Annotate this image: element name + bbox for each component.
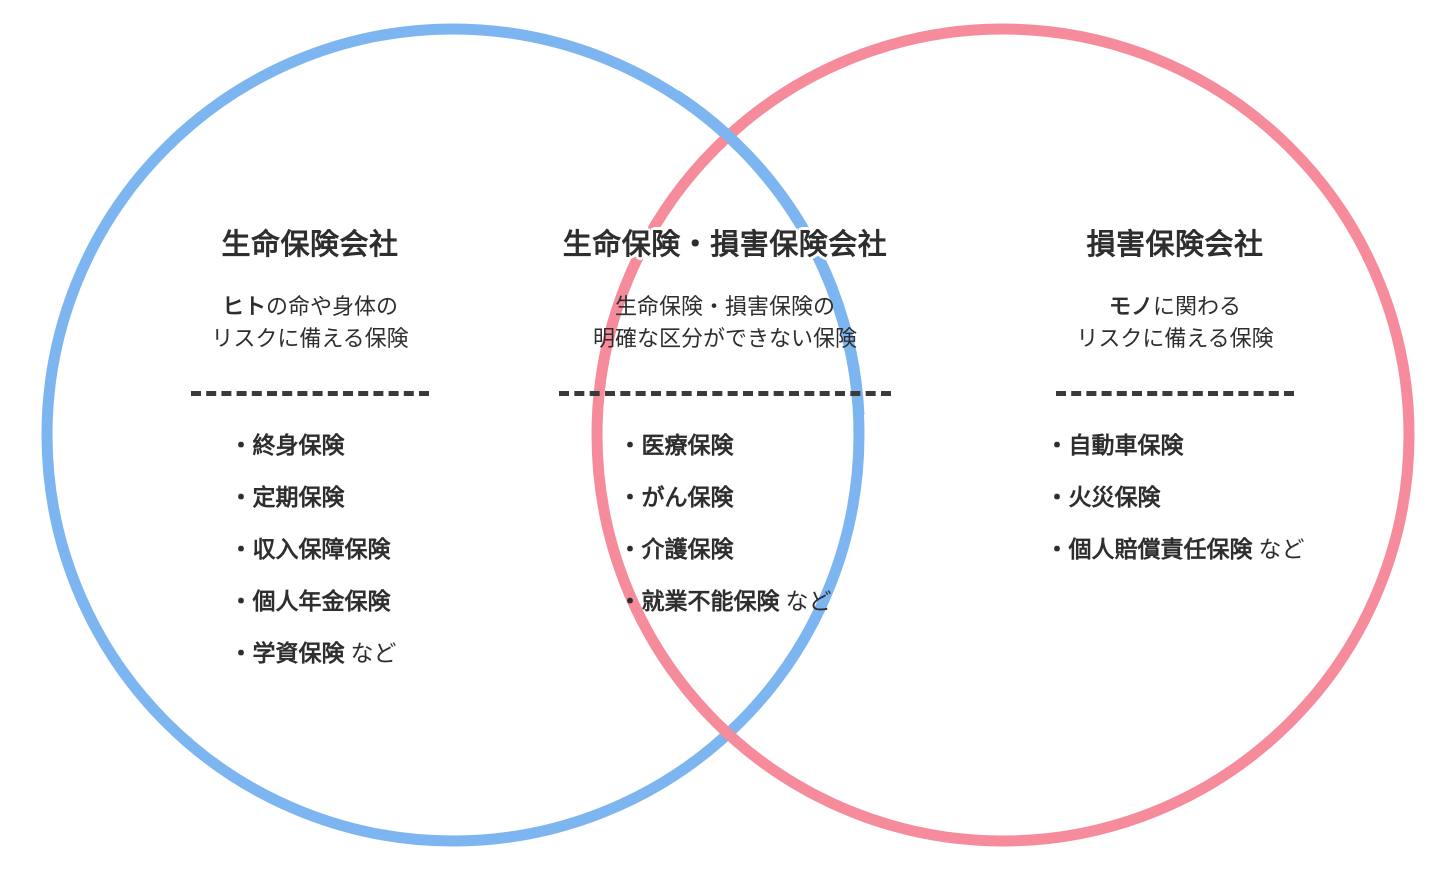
left-insurance-list: ・終身保険 ・定期保険 ・収入保障保険 ・個人年金保険 ・学資保険など bbox=[229, 431, 397, 666]
list-suffix: など bbox=[1258, 535, 1305, 562]
list-label: 自動車保険 bbox=[1068, 431, 1184, 458]
list-label: 収入保障保険 bbox=[252, 535, 391, 562]
list-label: 個人賠償責任保険 bbox=[1068, 535, 1253, 562]
list-item: ・医療保険 bbox=[618, 431, 832, 458]
right-description-line-2: リスクに備える保険 bbox=[1076, 325, 1274, 351]
list-label: 定期保険 bbox=[252, 483, 345, 510]
list-bullet: ・ bbox=[618, 431, 642, 458]
list-suffix: など bbox=[785, 587, 832, 614]
list-label: 介護保険 bbox=[641, 535, 734, 562]
list-item: ・介護保険 bbox=[618, 535, 832, 562]
list-item: ・収入保障保険 bbox=[229, 535, 397, 562]
right-description-line-1: モノに関わる bbox=[1000, 291, 1350, 323]
list-suffix: など bbox=[350, 639, 397, 666]
list-label: がん保険 bbox=[641, 483, 734, 510]
venn-circle-right-nonlife-insurance bbox=[591, 23, 1415, 847]
list-bullet: ・ bbox=[618, 535, 642, 562]
list-item: ・火災保険 bbox=[1045, 483, 1305, 510]
venn-circle-left-life-insurance bbox=[41, 23, 865, 847]
list-label: 個人年金保険 bbox=[252, 587, 391, 614]
list-label: 医療保険 bbox=[641, 431, 734, 458]
list-bullet: ・ bbox=[618, 483, 642, 510]
venn-circle-left-top-overlay bbox=[672, 90, 865, 416]
list-item: ・就業不能保険など bbox=[618, 587, 832, 614]
left-section-description: ヒトの命や身体の リスクに備える保険 bbox=[130, 291, 490, 355]
left-divider bbox=[191, 390, 429, 396]
center-insurance-list: ・医療保険 ・がん保険 ・介護保険 ・就業不能保険など bbox=[618, 431, 832, 614]
list-item: ・がん保険 bbox=[618, 483, 832, 510]
left-description-rest: の命や身体の bbox=[266, 293, 399, 319]
venn-section-right: 損害保険会社 モノに関わる リスクに備える保険 ・自動車保険 ・火災保険 ・個人… bbox=[1000, 228, 1350, 562]
list-item: ・個人年金保険 bbox=[229, 587, 397, 614]
venn-section-left: 生命保険会社 ヒトの命や身体の リスクに備える保険 ・終身保険 ・定期保険 ・収… bbox=[130, 228, 490, 666]
list-bullet: ・ bbox=[229, 587, 253, 614]
list-item: ・終身保険 bbox=[229, 431, 397, 458]
list-bullet: ・ bbox=[1045, 431, 1069, 458]
venn-section-center: 生命保険・損害保険会社 生命保険・損害保険の 明確な区分ができない保険 ・医療保… bbox=[525, 228, 925, 614]
right-description-keyword: モノ bbox=[1108, 293, 1153, 319]
center-list-wrapper: ・医療保険 ・がん保険 ・介護保険 ・就業不能保険など bbox=[525, 431, 925, 614]
list-bullet: ・ bbox=[229, 483, 253, 510]
left-list-wrapper: ・終身保険 ・定期保険 ・収入保障保険 ・個人年金保険 ・学資保険など bbox=[130, 431, 490, 666]
list-item: ・学資保険など bbox=[229, 639, 397, 666]
center-description-line-2: 明確な区分ができない保険 bbox=[592, 325, 857, 351]
list-label: 火災保険 bbox=[1068, 483, 1161, 510]
list-label: 終身保険 bbox=[252, 431, 345, 458]
list-item: ・個人賠償責任保険など bbox=[1045, 535, 1305, 562]
right-divider bbox=[1056, 390, 1294, 396]
center-description-line-1: 生命保険・損害保険の bbox=[614, 293, 835, 319]
left-section-title: 生命保険会社 bbox=[221, 229, 399, 261]
list-item: ・定期保険 bbox=[229, 483, 397, 510]
center-section-description: 生命保険・損害保険の 明確な区分ができない保険 bbox=[525, 291, 925, 355]
right-insurance-list: ・自動車保険 ・火災保険 ・個人賠償責任保険など bbox=[1045, 431, 1305, 562]
right-section-description: モノに関わる リスクに備える保険 bbox=[1000, 291, 1350, 355]
list-label: 学資保険 bbox=[252, 639, 345, 666]
list-label: 就業不能保険 bbox=[641, 587, 780, 614]
right-description-rest: に関わる bbox=[1153, 293, 1242, 319]
left-description-line-1: ヒトの命や身体の bbox=[130, 291, 490, 323]
list-bullet: ・ bbox=[229, 431, 253, 458]
right-list-wrapper: ・自動車保険 ・火災保険 ・個人賠償責任保険など bbox=[1000, 431, 1350, 562]
list-item: ・自動車保険 bbox=[1045, 431, 1305, 458]
list-bullet: ・ bbox=[1045, 483, 1069, 510]
center-divider bbox=[559, 390, 891, 396]
right-section-title: 損害保険会社 bbox=[1086, 229, 1264, 261]
list-bullet: ・ bbox=[1045, 535, 1069, 562]
list-bullet: ・ bbox=[229, 639, 253, 666]
list-bullet: ・ bbox=[618, 587, 642, 614]
left-description-line-2: リスクに備える保険 bbox=[211, 325, 409, 351]
left-description-keyword: ヒト bbox=[221, 293, 266, 319]
list-bullet: ・ bbox=[229, 535, 253, 562]
center-section-title: 生命保険・損害保険会社 bbox=[562, 229, 888, 261]
